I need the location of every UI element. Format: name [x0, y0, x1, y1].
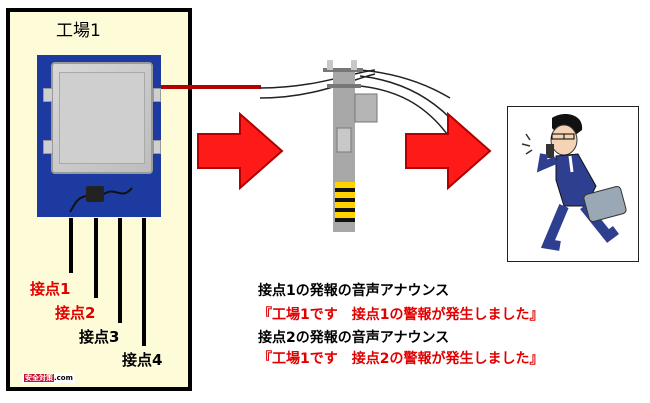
contact-label-4: 接点4	[122, 351, 163, 369]
announcement-message-1: 『工場1です 接点1の警報が発生しました』	[258, 307, 544, 323]
control-box-door	[59, 72, 145, 164]
phone-caller-icon	[521, 114, 627, 251]
announcement-heading-1: 接点1の発報の音声アナウンス	[258, 283, 450, 299]
contact-label-1: 接点1	[30, 280, 71, 298]
logo-suffix: .com	[54, 374, 73, 382]
latch-bottom	[153, 140, 161, 154]
contact-label-3: 接点3	[79, 328, 120, 346]
logo-mark: 安全対策	[24, 374, 54, 382]
hinge-top	[43, 88, 53, 102]
arrow-right-icon	[197, 112, 284, 190]
signal-cable	[161, 85, 261, 89]
hinge-bottom	[43, 140, 53, 154]
utility-pole-icon	[259, 60, 451, 232]
contact-wire-3	[118, 218, 122, 323]
site-logo: 安全対策.com	[22, 373, 75, 383]
factory-title: 工場1	[56, 21, 101, 41]
arrow-right-icon	[405, 112, 492, 190]
announcement-heading-2: 接点2の発報の音声アナウンス	[258, 330, 450, 346]
contact-wire-1	[69, 218, 73, 273]
power-adapter-icon	[69, 186, 133, 213]
contact-wire-2	[94, 218, 98, 298]
contact-wire-4	[142, 218, 146, 346]
contact-label-2: 接点2	[55, 304, 96, 322]
latch-top	[153, 88, 161, 102]
announcement-message-2: 『工場1です 接点2の警報が発生しました』	[258, 351, 544, 367]
